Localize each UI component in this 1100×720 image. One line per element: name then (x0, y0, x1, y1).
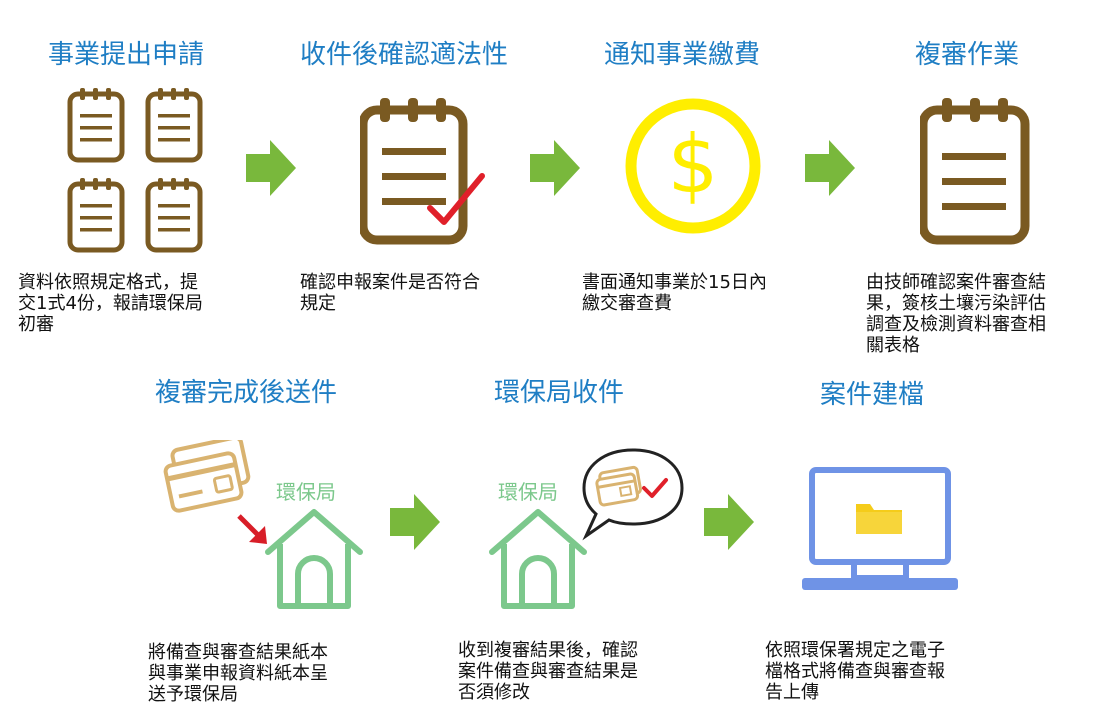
arrow-right-icon (390, 494, 440, 550)
arrow-right-icon (704, 494, 754, 550)
step-2-title: 收件後確認適法性 (300, 40, 509, 70)
computer-monitor-icon (802, 467, 958, 590)
speech-bubble-icon (582, 448, 684, 541)
step-3-title: 通知事業繳費 (604, 40, 761, 70)
dollar-coin-icon: $ (625, 98, 761, 234)
step-2-description: 確認申報案件是否符合 規定 (300, 272, 480, 314)
step-1-description: 資料依照規定格式，提 交1式4份，報請環保局 初審 (18, 272, 203, 335)
step-5-description: 將備查與審查結果紙本 與事業申報資料紙本呈 送予環保局 (148, 642, 328, 705)
step-6-title: 環保局收件 (494, 378, 625, 408)
arrow-right-icon (530, 140, 580, 196)
office-label-2: 環保局 (498, 480, 558, 504)
check-icon (642, 478, 668, 498)
arrow-right-icon (805, 140, 855, 196)
notebooks-icon (66, 86, 206, 256)
folder-icon (856, 504, 902, 534)
step-3-description: 書面通知事業於15日內 繳交審查費 (582, 272, 767, 314)
office-label-1: 環保局 (276, 480, 336, 504)
card-icon (163, 440, 251, 513)
house-icon (265, 509, 363, 609)
step-5-title: 複審完成後送件 (155, 378, 338, 408)
red-arrow-icon (237, 514, 267, 544)
step-4-description: 由技師確認案件審查結 果，簽核土壤污染評估 調查及檢測資料審查相 關表格 (866, 272, 1046, 356)
step-1-title: 事業提出申請 (48, 40, 205, 70)
notebook-icon (920, 98, 1030, 245)
step-7-title: 案件建檔 (820, 380, 925, 410)
step-4-title: 複審作業 (915, 40, 1020, 70)
house-icon (489, 509, 587, 609)
svg-text:$: $ (668, 118, 719, 211)
card-icon (595, 465, 642, 507)
step-6-description: 收到複審結果後，確認 案件備查與審查結果是 否須修改 (458, 640, 638, 703)
arrow-right-icon (246, 140, 296, 196)
step-7-description: 依照環保署規定之電子 檔格式將備查與審查報 告上傳 (765, 640, 945, 703)
notebook-check-icon (360, 98, 485, 245)
check-icon (427, 173, 485, 225)
